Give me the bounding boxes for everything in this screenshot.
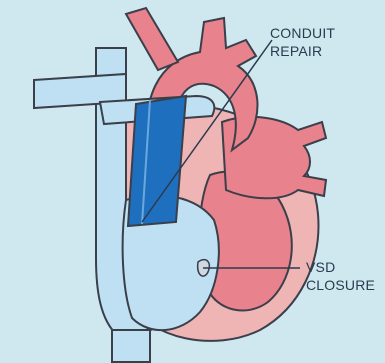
conduit (128, 96, 186, 226)
vsd-closure-label: VSD CLOSURE (306, 258, 375, 294)
inferior-vena-cava (112, 330, 150, 362)
vsd-label-line-2: CLOSURE (306, 276, 375, 294)
vsd-label-line-1: VSD (306, 258, 375, 276)
conduit-repair-label: CONDUIT REPAIR (270, 24, 335, 60)
conduit-label-line-1: CONDUIT (270, 24, 335, 42)
conduit-label-line-2: REPAIR (270, 42, 335, 60)
aorta-branch-left (126, 8, 178, 70)
